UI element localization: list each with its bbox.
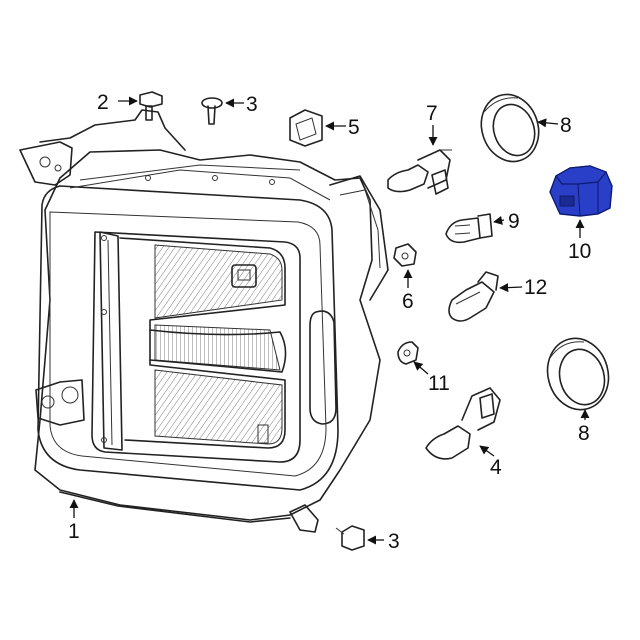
callout-7: 4 [490,456,502,479]
side-marker-bulb[interactable] [448,271,499,322]
mounting-bolt[interactable] [139,91,163,121]
mounting-screw-bottom[interactable] [335,525,365,551]
callout-8-bottom: 8 [578,422,590,445]
seal-ring-top[interactable] [473,87,547,169]
callout-3-top: 3 [246,93,258,116]
callout-8-top: 8 [560,114,572,137]
small-bulb[interactable] [397,341,419,365]
callout-10: 10 [568,240,591,263]
callout-12: 12 [524,276,547,299]
callout-3-bottom: 3 [388,530,400,553]
headlamp-assembly[interactable] [19,109,389,533]
leader-lines [69,96,590,545]
callout-11: 11 [428,372,450,395]
callout-2: 2 [97,91,109,114]
halogen-bulb-lower[interactable] [425,387,501,460]
retainer-clip[interactable] [289,109,323,147]
callout-4: 5 [348,116,360,139]
seal-ring-bottom[interactable] [540,331,617,416]
callout-9: 9 [508,210,520,233]
callout-1: 1 [68,520,80,543]
wedge-bulb[interactable] [445,213,493,244]
halogen-bulb[interactable] [387,149,452,195]
mounting-screw-top[interactable] [201,97,223,125]
bulb-socket[interactable] [549,165,613,217]
callout-6: 7 [426,102,438,125]
callout-5: 6 [402,290,414,313]
callout-labels: 2 3 5 7 8 10 9 6 12 11 8 4 1 3 [68,91,591,553]
socket-clip[interactable] [393,243,417,267]
